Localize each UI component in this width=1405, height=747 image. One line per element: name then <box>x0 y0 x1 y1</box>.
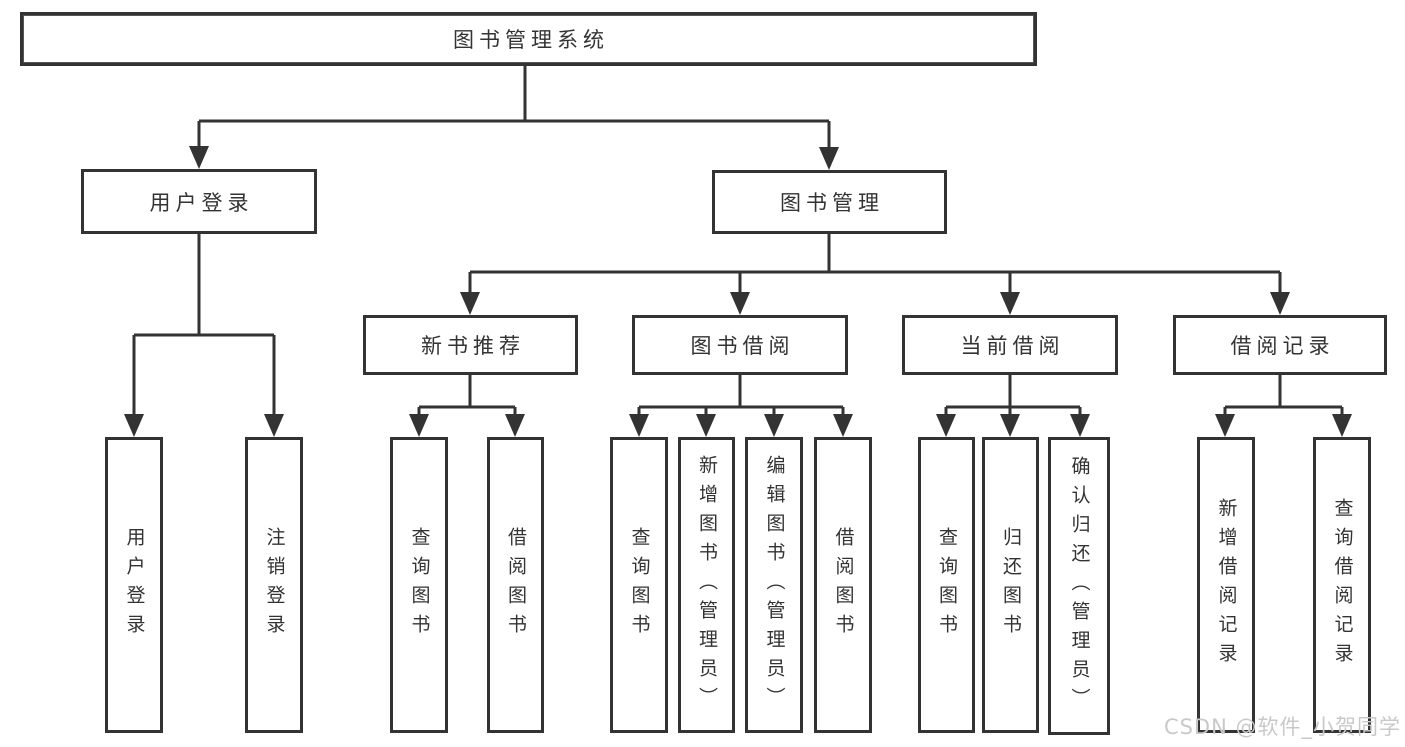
leaf-recommend-borrow-book: 借阅图书 <box>487 437 544 733</box>
node-book-borrow-label: 图书借阅 <box>690 334 795 358</box>
leaf-user-login: 用户登录 <box>105 437 163 733</box>
leaf-record-add-label: 新增借阅记录 <box>1215 498 1238 672</box>
leaf-current-return-book: 归还图书 <box>982 437 1039 733</box>
leaf-current-query-book: 查询图书 <box>918 437 975 733</box>
leaf-logout-label: 注销登录 <box>263 527 286 643</box>
leaf-borrow-borrow-book: 借阅图书 <box>814 437 872 733</box>
node-new-book-recommend-label: 新书推荐 <box>421 334 525 358</box>
node-book-borrow: 图书借阅 <box>632 315 848 375</box>
arrowhead-icons <box>124 146 1352 437</box>
leaf-borrow-query-book-label: 查询图书 <box>628 527 651 643</box>
leaf-recommend-borrow-book-label: 借阅图书 <box>505 527 527 643</box>
node-current-borrow: 当前借阅 <box>902 315 1118 375</box>
leaf-record-query: 查询借阅记录 <box>1313 437 1371 733</box>
leaf-borrow-edit-book-admin-label: 编辑图书（管理员） <box>763 454 786 716</box>
leaf-user-login-label: 用户登录 <box>123 527 146 643</box>
csdn-watermark: CSDN @软件_小贺同学 <box>1163 715 1401 739</box>
leaf-logout: 注销登录 <box>245 437 303 733</box>
leaf-current-return-book-label: 归还图书 <box>1000 527 1022 643</box>
node-book-management: 图书管理 <box>712 170 947 234</box>
leaf-recommend-query-book: 查询图书 <box>390 437 448 733</box>
leaf-recommend-query-book-label: 查询图书 <box>408 527 431 643</box>
leaf-borrow-edit-book-admin: 编辑图书（管理员） <box>745 437 803 733</box>
leaf-borrow-add-book-admin: 新增图书（管理员） <box>678 437 735 733</box>
node-new-book-recommend: 新书推荐 <box>363 315 578 375</box>
leaf-record-add: 新增借阅记录 <box>1197 437 1255 733</box>
node-user-login-label: 用户登录 <box>149 190 254 215</box>
node-book-management-label: 图书管理 <box>780 191 884 215</box>
leaf-current-query-book-label: 查询图书 <box>936 527 958 643</box>
leaf-borrow-query-book: 查询图书 <box>610 437 668 733</box>
node-borrow-record-label: 借阅记录 <box>1230 334 1335 358</box>
leaf-borrow-add-book-admin-label: 新增图书（管理员） <box>696 454 718 716</box>
leaf-borrow-borrow-book-label: 借阅图书 <box>832 527 855 643</box>
node-root-label: 图书管理系统 <box>453 28 609 52</box>
leaf-current-confirm-return-admin-label: 确认归还（管理员） <box>1068 455 1091 717</box>
leaf-current-confirm-return-admin: 确认归还（管理员） <box>1048 437 1110 735</box>
node-user-login: 用户登录 <box>81 169 317 234</box>
leaf-record-query-label: 查询借阅记录 <box>1331 498 1354 672</box>
node-borrow-record: 借阅记录 <box>1173 315 1387 375</box>
node-current-borrow-label: 当前借阅 <box>960 334 1065 358</box>
node-root-library-system: 图书管理系统 <box>20 12 1037 66</box>
